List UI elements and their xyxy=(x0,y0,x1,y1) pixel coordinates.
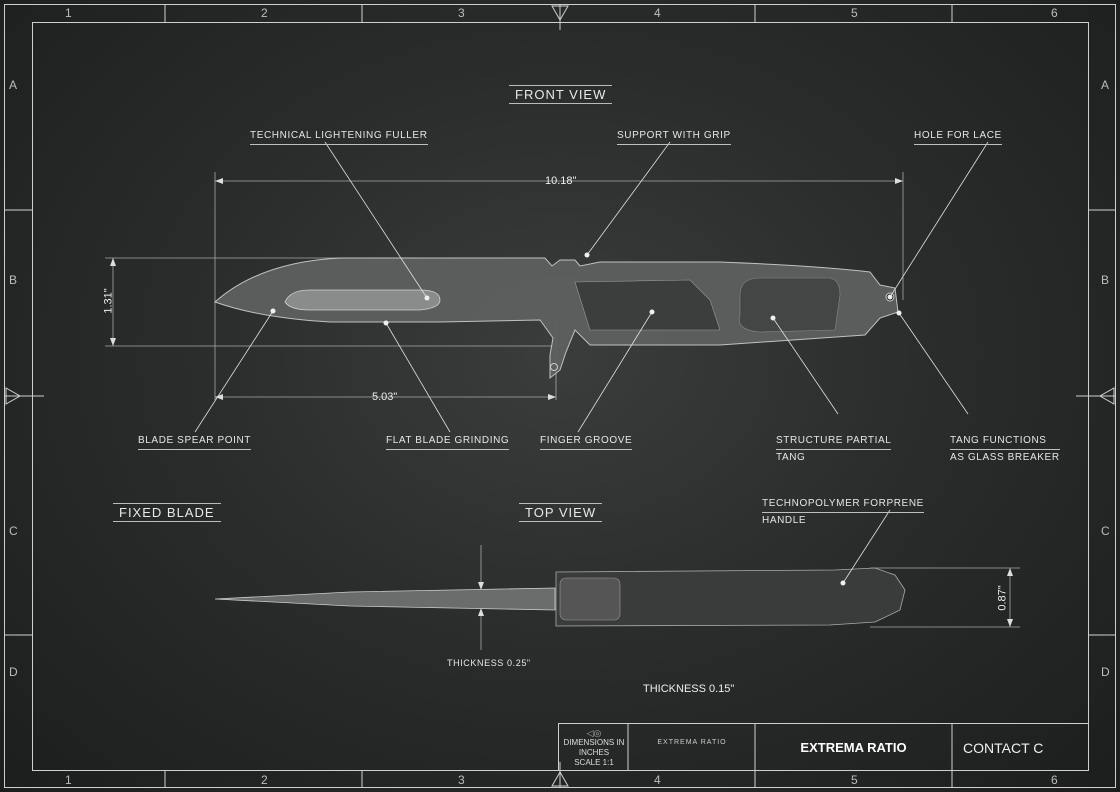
column-label: 1 xyxy=(65,6,72,20)
column-label: 3 xyxy=(458,6,465,20)
column-label: 6 xyxy=(1051,6,1058,20)
units-block: ◁◎ DIMENSIONS IN INCHES SCALE 1:1 xyxy=(560,728,628,768)
row-label: C xyxy=(9,524,18,538)
brand-logo: EXTREMA RATIO xyxy=(632,738,752,748)
column-label: 5 xyxy=(851,6,858,20)
row-label: A xyxy=(9,78,18,92)
callout-finger-groove: FINGER GROOVE xyxy=(540,433,633,450)
row-label: D xyxy=(9,665,18,679)
row-label: B xyxy=(1101,273,1110,287)
dim-blade-thickness: THICKNESS 0.25" xyxy=(447,658,531,668)
callout-line: TANG xyxy=(776,452,806,463)
column-label: 2 xyxy=(261,773,268,787)
callout-line: HANDLE xyxy=(762,515,807,526)
callout-glass-breaker: TANG FUNCTIONS AS GLASS BREAKER xyxy=(950,433,1060,465)
callout-partial-tang: STRUCTURE PARTIAL TANG xyxy=(776,433,892,465)
dim-blade-length: 5.03" xyxy=(372,391,398,403)
column-label: 5 xyxy=(851,773,858,787)
dim-thickness: THICKNESS 0.15" xyxy=(643,683,735,695)
logo-text: EXTREMA RATIO xyxy=(657,739,727,746)
model-name: CONTACT C xyxy=(963,740,1044,756)
column-label: 3 xyxy=(458,773,465,787)
scale-text: SCALE 1:1 xyxy=(574,758,614,767)
dim-handle-thickness: 0.87" xyxy=(996,585,1009,611)
callout-line: STRUCTURE PARTIAL xyxy=(776,433,892,450)
callout-handle: TECHNOPOLYMER FORPRENE HANDLE xyxy=(762,496,924,528)
callout-spear-point: BLADE SPEAR POINT xyxy=(138,433,252,450)
knife-front-view xyxy=(214,257,899,380)
column-label: 4 xyxy=(654,6,661,20)
callout-support-grip: SUPPORT WITH GRIP xyxy=(617,128,731,145)
units-text: INCHES xyxy=(578,748,610,757)
column-label: 2 xyxy=(261,6,268,20)
row-label: D xyxy=(1101,665,1110,679)
row-label: A xyxy=(1101,78,1110,92)
column-label: 1 xyxy=(65,773,72,787)
knife-top-view xyxy=(214,567,906,627)
callout-flat-grinding: FLAT BLADE GRINDING xyxy=(386,433,510,450)
row-label: B xyxy=(9,273,18,287)
dim-blade-height: 1.31" xyxy=(102,288,115,314)
front-view-title: FRONT VIEW xyxy=(509,85,613,104)
units-text: DIMENSIONS IN xyxy=(563,738,625,747)
row-label: C xyxy=(1101,524,1110,538)
callout-fuller: TECHNICAL LIGHTENING FULLER xyxy=(250,128,428,145)
column-label: 4 xyxy=(654,773,661,787)
dim-overall-length: 10.18" xyxy=(545,175,577,187)
projection-icon: ◁◎ xyxy=(586,728,602,738)
brand-name: EXTREMA RATIO xyxy=(800,740,907,755)
callout-hole-lace: HOLE FOR LACE xyxy=(914,128,1002,145)
callout-line: TECHNOPOLYMER FORPRENE xyxy=(762,496,924,513)
callout-line: TANG FUNCTIONS xyxy=(950,433,1060,450)
column-label: 6 xyxy=(1051,773,1058,787)
fixed-blade-title: FIXED BLADE xyxy=(113,503,221,522)
callout-line: AS GLASS BREAKER xyxy=(950,452,1060,463)
top-view-title: TOP VIEW xyxy=(519,503,603,522)
